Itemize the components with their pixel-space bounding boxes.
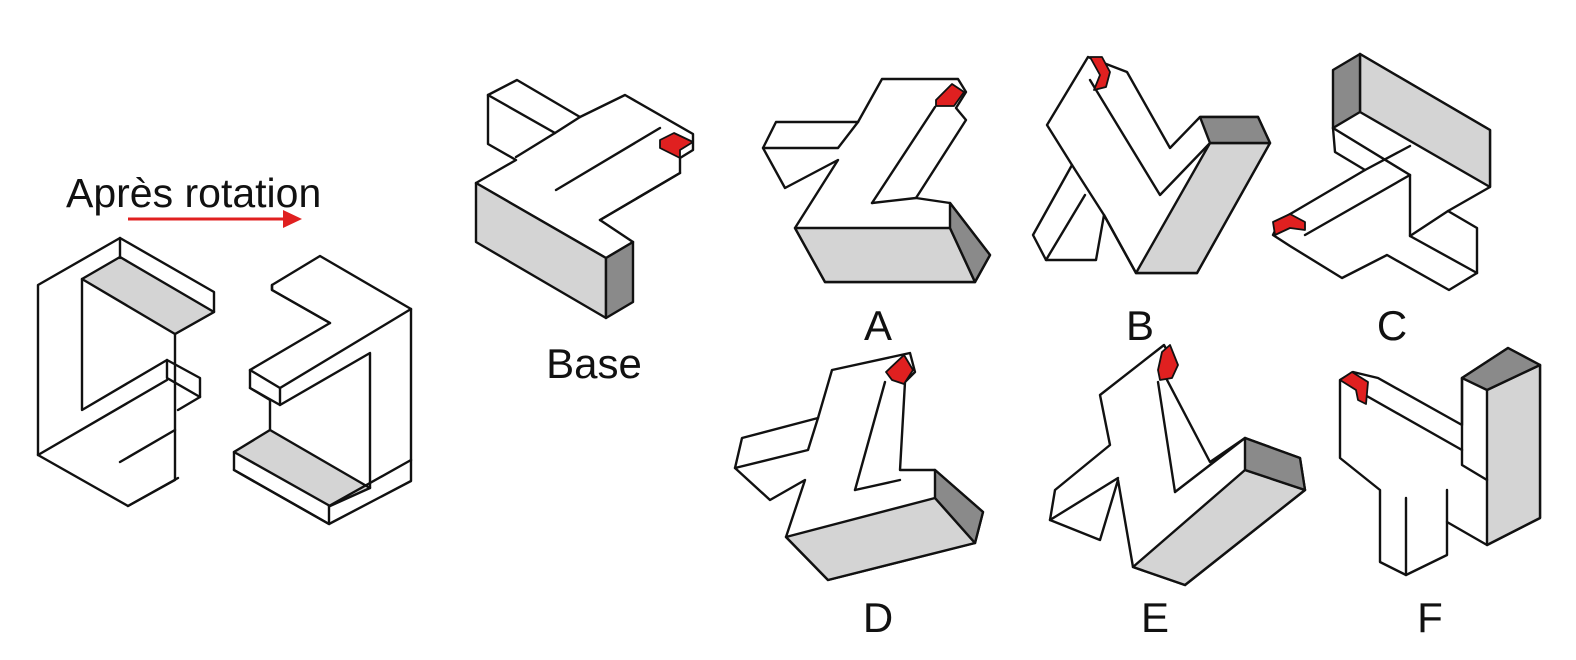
option-e-shape: E [1048,343,1307,641]
option-label-b: B [1126,302,1154,349]
option-a-shape: A [761,77,992,349]
shape-after-rotation [232,254,413,526]
option-d-shape: D [733,351,985,641]
option-label-d: D [863,594,893,641]
option-c-shape: C [1271,52,1492,349]
option-label-a: A [864,302,892,349]
option-f-shape: F [1338,346,1542,641]
base-label: Base [546,340,642,387]
rotation-arrow [128,210,302,228]
intro-panel: Après rotation [36,170,413,526]
rotation-caption: Après rotation [66,170,321,216]
shape-before-rotation [36,236,216,508]
option-b-shape: B [1031,55,1272,349]
base-shape: Base [474,78,695,387]
base-red-marker [659,132,694,159]
option-label-e: E [1141,594,1169,641]
option-label-f: F [1417,594,1443,641]
option-label-c: C [1377,302,1407,349]
